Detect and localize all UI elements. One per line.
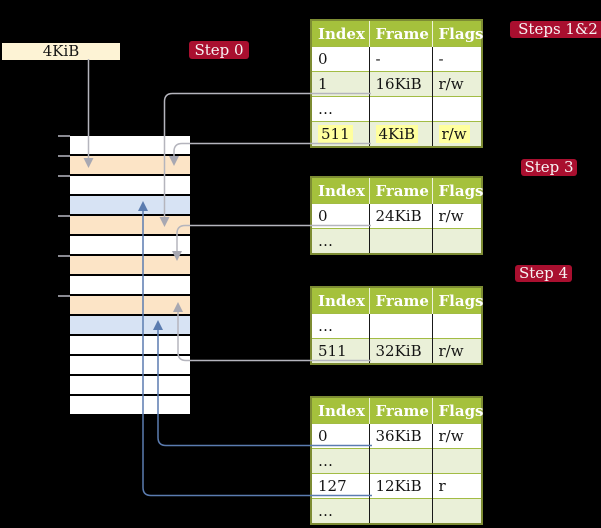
col-header-frame: Frame [368, 177, 432, 204]
badge-step-3: Step 3 [521, 159, 577, 176]
table-row: 1 16KiB r/w [311, 71, 482, 97]
table-row: 0 36KiB r/w [311, 423, 482, 449]
col-header-frame: Frame [368, 20, 432, 47]
table-header-row: Index Frame Flags [311, 20, 484, 47]
cell-flags: - [431, 46, 482, 72]
cell-index: 511 [311, 121, 369, 147]
col-header-flags: Flags [431, 177, 484, 204]
cell-ellipsis: … [311, 498, 369, 524]
memory-row-3-empty [70, 176, 190, 194]
col-header-frame: Frame [368, 397, 432, 424]
table-header-row: Index Frame Flags [311, 177, 484, 204]
table-row: … [311, 96, 482, 122]
cell-ellipsis: … [311, 448, 369, 474]
table-row: … [311, 313, 482, 339]
cell-frame: 4KiB [368, 121, 432, 147]
memory-row-10-page [70, 316, 190, 334]
page-table-step-4-lower: Index Frame Flags 0 36KiB r/w … 127 12Ki… [310, 396, 484, 525]
highlight: 4KiB [375, 125, 419, 143]
memory-tick [58, 295, 70, 297]
cell-frame: 12KiB [368, 473, 432, 499]
cell-flags: r/w [431, 423, 482, 449]
cell-flags: r [431, 473, 482, 499]
cell-flags: r/w [431, 121, 482, 147]
page-table-steps-1-2: Index Frame Flags 0 - - 1 16KiB r/w … 51… [310, 19, 484, 148]
cell-flags: r/w [431, 203, 482, 229]
table-row: 0 - - [311, 46, 482, 72]
table-row: 0 24KiB r/w [311, 203, 482, 229]
cell-index: 1 [311, 71, 369, 97]
memory-row-1-empty [70, 136, 190, 154]
frame-size-label: 4KiB [2, 43, 120, 60]
page-table-step-4-upper: Index Frame Flags … 511 32KiB r/w [310, 286, 484, 365]
badge-step-0: Step 0 [189, 41, 249, 59]
col-header-flags: Flags [431, 287, 484, 314]
memory-row-5-page-table [70, 216, 190, 234]
memory-row-12-empty [70, 356, 190, 374]
memory-row-2-page-table [70, 156, 190, 174]
memory-row-4-page [70, 196, 190, 214]
page-table-step-3: Index Frame Flags 0 24KiB r/w … [310, 176, 484, 255]
cell-ellipsis: … [311, 228, 369, 254]
badge-step-4: Step 4 [515, 265, 572, 282]
col-header-flags: Flags [431, 20, 484, 47]
table-header-row: Index Frame Flags [311, 287, 484, 314]
memory-row-14-empty [70, 396, 190, 414]
col-header-flags: Flags [431, 397, 484, 424]
cell-frame: 24KiB [368, 203, 432, 229]
cell-frame: - [368, 46, 432, 72]
cell-index: 0 [311, 423, 369, 449]
table-row-highlighted: 511 4KiB r/w [311, 121, 482, 147]
cell-index: 0 [311, 203, 369, 229]
memory-row-8-empty [70, 276, 190, 294]
cell-ellipsis: … [311, 313, 369, 339]
memory-column [70, 136, 190, 416]
col-header-index: Index [311, 20, 369, 47]
col-header-index: Index [311, 177, 369, 204]
badge-steps-1-2: Steps 1&2 [510, 21, 601, 38]
cell-flags: r/w [431, 71, 482, 97]
col-header-index: Index [311, 287, 369, 314]
table-row: … [311, 448, 482, 474]
table-row: … [311, 228, 482, 254]
table-header-row: Index Frame Flags [311, 397, 484, 424]
table-row: 127 12KiB r [311, 473, 482, 499]
cell-ellipsis: … [311, 96, 369, 122]
col-header-frame: Frame [368, 287, 432, 314]
memory-row-11-empty [70, 336, 190, 354]
memory-row-9-page-table [70, 296, 190, 314]
cell-flags: r/w [431, 338, 482, 364]
highlight: 511 [318, 125, 353, 143]
memory-tick [58, 155, 70, 157]
memory-row-13-empty [70, 376, 190, 394]
cell-frame: 32KiB [368, 338, 432, 364]
table-row: … [311, 498, 482, 524]
memory-row-7-page-table [70, 256, 190, 274]
memory-tick [58, 135, 70, 137]
memory-row-6-empty [70, 236, 190, 254]
col-header-index: Index [311, 397, 369, 424]
cell-index: 0 [311, 46, 369, 72]
cell-frame: 16KiB [368, 71, 432, 97]
table-row: 511 32KiB r/w [311, 338, 482, 364]
cell-index: 511 [311, 338, 369, 364]
cell-index: 127 [311, 473, 369, 499]
memory-tick [58, 255, 70, 257]
memory-tick [58, 215, 70, 217]
cell-frame: 36KiB [368, 423, 432, 449]
memory-tick [58, 175, 70, 177]
highlight: r/w [438, 125, 470, 143]
